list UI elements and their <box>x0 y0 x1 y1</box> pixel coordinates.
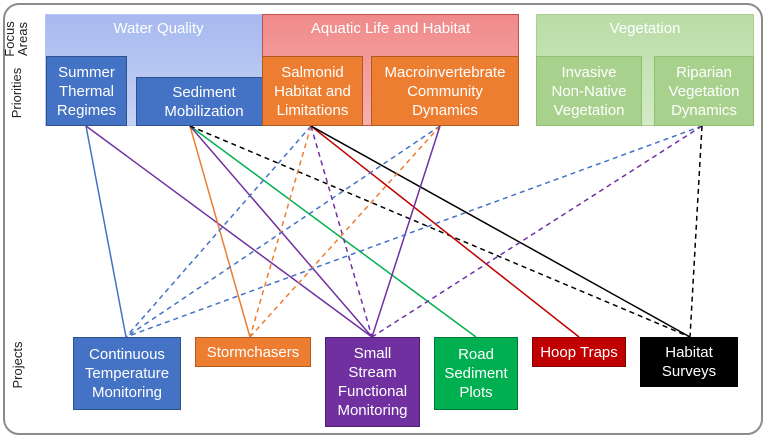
link-riparian-to-continuous-temp <box>125 125 703 338</box>
priority-invasive: Invasive Non-Native Vegetation <box>536 56 642 126</box>
link-summer-thermal-to-small-stream <box>85 125 373 338</box>
project-habitat-surveys: Habitat Surveys <box>640 337 738 387</box>
priority-sediment-mobilization: Sediment Mobilization <box>136 77 272 126</box>
priority-summer-thermal: Summer Thermal Regimes <box>46 56 127 126</box>
link-macroinvertebrate-to-continuous-temp <box>125 125 441 338</box>
diagram-frame <box>3 3 763 435</box>
link-riparian-to-habitat-surveys <box>689 125 703 338</box>
project-small-stream: Small Stream Functional Monitoring <box>325 337 420 427</box>
link-sediment-mobilization-to-stormchasers <box>189 125 251 338</box>
link-macroinvertebrate-to-stormchasers <box>249 125 441 338</box>
project-continuous-temperature: Continuous Temperature Monitoring <box>73 337 181 410</box>
link-macroinvertebrate-to-small-stream <box>371 125 441 338</box>
priority-salmonid: Salmonid Habitat and Limitations <box>262 56 363 126</box>
project-stormchasers: Stormchasers <box>195 337 311 367</box>
priority-riparian: Riparian Vegetation Dynamics <box>654 56 754 126</box>
link-salmonid-to-small-stream <box>310 125 373 338</box>
link-salmonid-to-hoop-traps <box>310 125 580 338</box>
link-salmonid-to-continuous-temp <box>125 125 312 338</box>
link-sediment-mobilization-to-habitat-surveys <box>189 125 691 338</box>
project-hoop-traps: Hoop Traps <box>532 337 626 367</box>
link-riparian-to-small-stream <box>371 125 703 338</box>
link-salmonid-to-habitat-surveys <box>310 125 691 338</box>
project-road-sediment: Road Sediment Plots <box>434 337 518 410</box>
link-sediment-mobilization-to-road-sediment <box>189 125 477 338</box>
priority-macroinvertebrate: Macroinvertebrate Community Dynamics <box>371 56 519 126</box>
link-summer-thermal-to-continuous-temp <box>85 125 127 338</box>
link-salmonid-to-stormchasers <box>249 125 312 338</box>
